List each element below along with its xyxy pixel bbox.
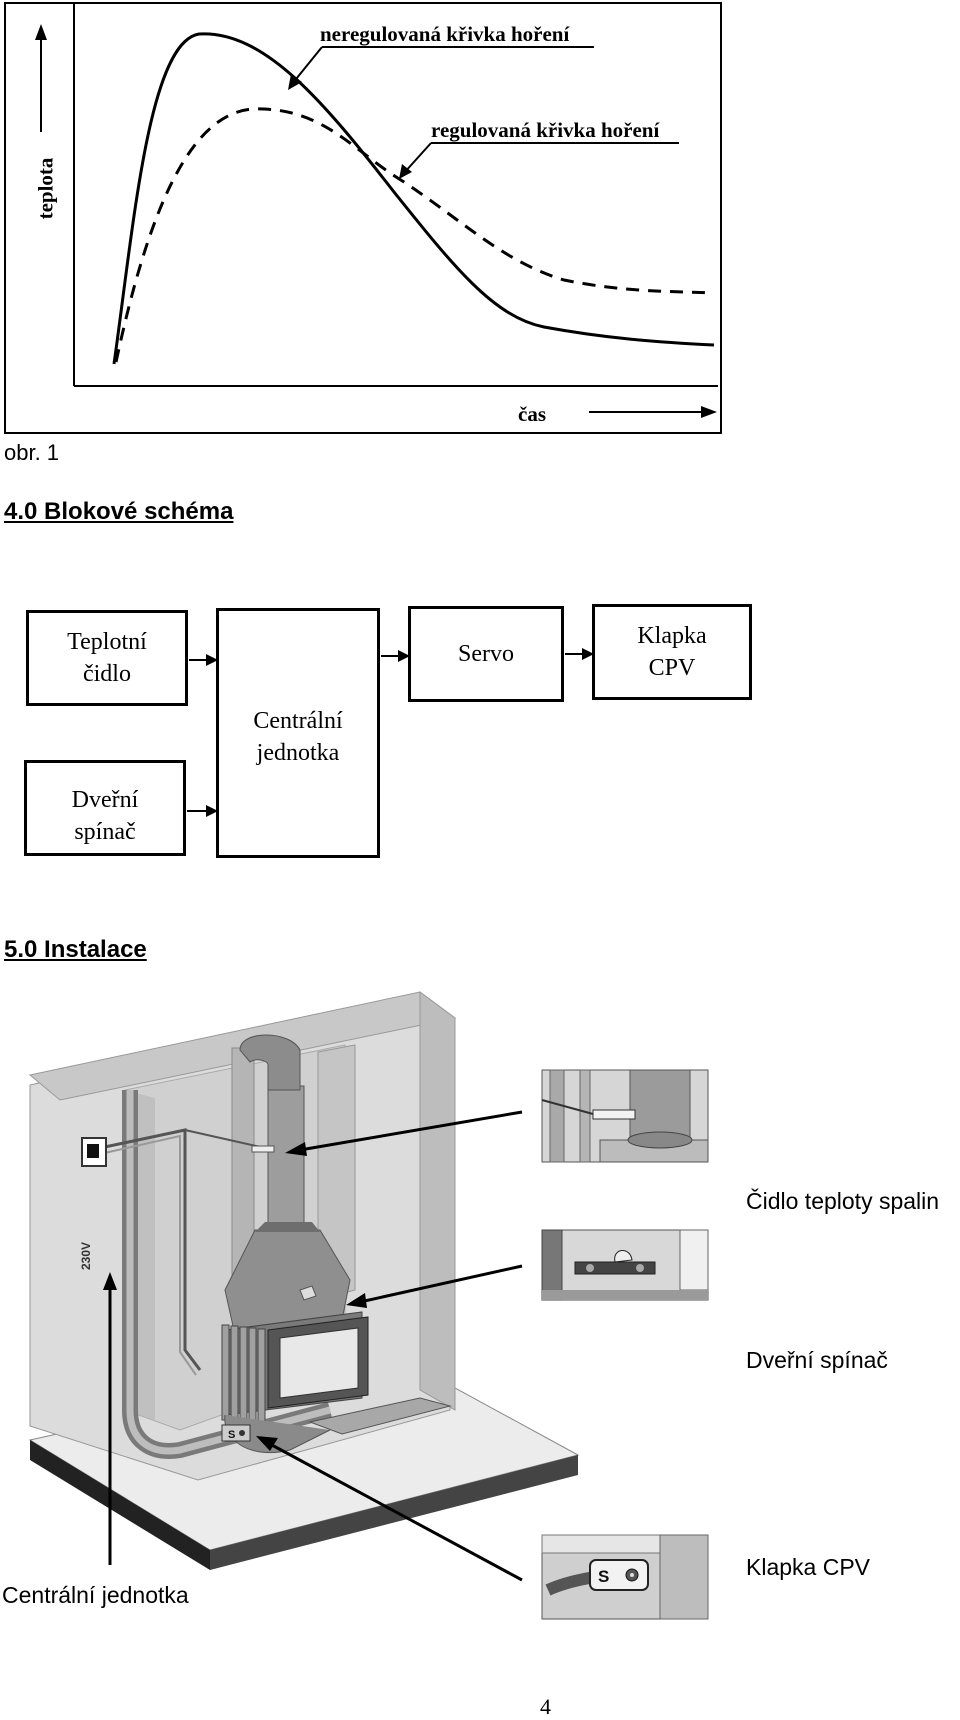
unregulated-curve xyxy=(112,32,715,365)
firebox-base xyxy=(224,1414,331,1454)
regulated-curve xyxy=(114,107,715,363)
installation-illustration: 230V S xyxy=(28,991,709,1620)
detail-flue-sensor xyxy=(541,1069,709,1163)
callout-damper-cpv: Klapka CPV xyxy=(746,1554,871,1580)
fireplace-hood-top xyxy=(255,1222,320,1232)
y-axis-label: teplota xyxy=(33,157,58,220)
pointer-flue-sensor xyxy=(299,1110,523,1152)
pointer-door-switch xyxy=(359,1264,523,1304)
unregulated-pointer xyxy=(291,46,323,85)
figure-caption: obr. 1 xyxy=(4,440,60,465)
regulated-pointer xyxy=(403,142,432,174)
unregulated-pointer-head xyxy=(288,74,302,90)
voltage-label: 230V xyxy=(79,1242,93,1270)
wiring-lines-2 xyxy=(99,1134,197,1376)
detail-door-switch xyxy=(541,1229,709,1301)
chimney-column-right xyxy=(317,1044,356,1301)
callout-flue-sensor: Čidlo teploty spalin xyxy=(746,1188,940,1214)
section-4-heading: 4.0 Blokové schéma xyxy=(4,498,234,525)
pointer-central-unit-head xyxy=(103,1272,117,1290)
firebox-glass xyxy=(279,1327,359,1399)
pointer-door-switch-head xyxy=(346,1293,367,1308)
servo-unit-bolt xyxy=(239,1430,245,1436)
sensor-wire xyxy=(184,1129,266,1149)
block-temperature-sensor: Teplotní čidlo xyxy=(26,610,188,706)
back-wall-right xyxy=(419,991,456,1411)
x-axis-label: čas xyxy=(518,402,546,426)
servo-unit xyxy=(221,1424,251,1442)
page-number: 4 xyxy=(540,1694,551,1719)
damper-knob xyxy=(299,1285,317,1301)
hearth-plate xyxy=(308,1397,452,1435)
unregulated-curve-label: neregulovaná křivka hoření xyxy=(320,22,570,46)
detail-servo-mark: S xyxy=(598,1567,609,1586)
power-socket-plug xyxy=(87,1144,99,1158)
block-damper-cpv: Klapka CPV xyxy=(592,604,752,700)
section-5-heading: 5.0 Instalace xyxy=(4,936,147,963)
x-axis-arrowhead xyxy=(701,406,717,418)
regulated-curve-label: regulovaná křivka hoření xyxy=(431,118,660,142)
cooling-fins xyxy=(221,1324,266,1424)
pointer-damper-head xyxy=(256,1436,278,1451)
block-central-unit: Centrální jednotka xyxy=(216,608,380,858)
block-servo: Servo xyxy=(408,606,564,702)
pointer-damper xyxy=(269,1442,523,1582)
callout-door-switch: Dveřní spínač xyxy=(746,1347,888,1373)
burning-curves-graph xyxy=(35,4,718,418)
pointer-flue-sensor-head xyxy=(285,1142,307,1156)
figure-1: teplota čas neregulovaná křivka hoření r… xyxy=(4,2,722,434)
flue-sensor xyxy=(251,1145,275,1153)
block-door-switch: Dveřní spínač xyxy=(24,760,186,856)
detail-damper-cpv: S xyxy=(541,1534,709,1620)
callout-central-unit: Centrální jednotka xyxy=(2,1582,189,1608)
floor-slab-edge xyxy=(30,1440,210,1570)
regulated-pointer-head xyxy=(399,164,412,179)
servo-unit-mark: S xyxy=(228,1429,235,1441)
flue-pipe-elbow xyxy=(239,1034,301,1091)
cable-duct-inner xyxy=(126,1090,331,1455)
y-axis-arrowhead xyxy=(35,24,47,40)
flue-pipe xyxy=(267,1085,305,1237)
wiring-lines xyxy=(99,1128,202,1371)
